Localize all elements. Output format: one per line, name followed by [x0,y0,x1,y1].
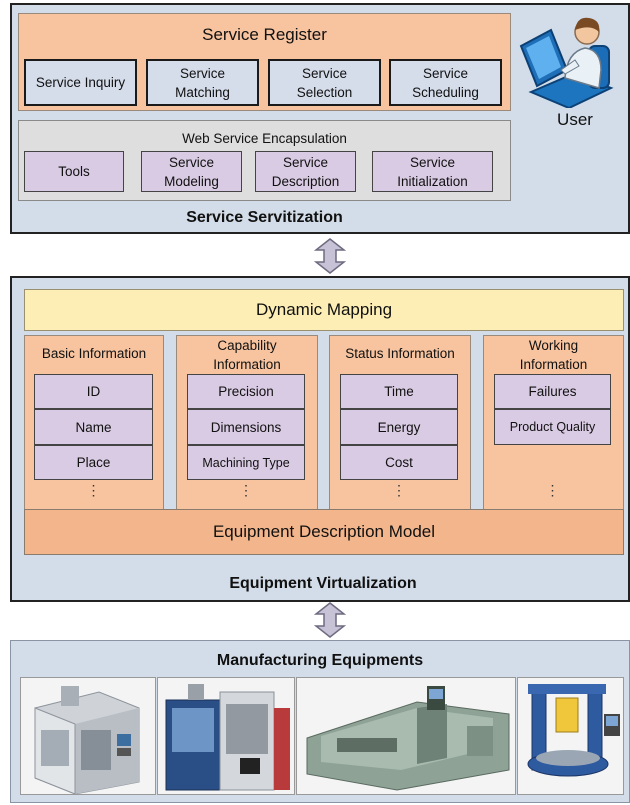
service-register-title: Service Register [202,25,327,44]
machining-type-cell: Machining Type [187,445,305,480]
tools-box: Tools [24,151,124,192]
manufacturing-equipments-title: Manufacturing Equipments [216,652,424,669]
double-arrow-icon [313,238,347,274]
horizontal-machining-center-image [157,677,295,795]
id-cell: ID [34,374,153,409]
name-cell: Name [34,409,153,445]
service-selection-box: Service Selection [268,59,381,106]
service-initialization-box: Service Initialization [372,151,493,192]
service-scheduling-box: Service Scheduling [389,59,502,106]
equipment-virtualization-title: Equipment Virtualization [229,575,417,592]
equipment-description-model-box: Equipment Description Model [24,509,624,555]
product-quality-cell: Product Quality [494,409,611,445]
user-at-computer-icon [515,8,615,110]
time-cell: Time [340,374,458,409]
service-inquiry-box: Service Inquiry [24,59,137,106]
service-servitization-title: Service Servitization [186,209,343,226]
more-dots: ⋮ [239,481,253,498]
precision-cell: Precision [187,374,305,409]
dynamic-mapping-box: Dynamic Mapping [24,289,624,331]
vertical-lathe-image [517,677,624,795]
column-title: Working Information [519,338,588,372]
energy-cell: Energy [340,409,458,445]
double-arrow-icon [313,602,347,638]
column-title: Status Information [345,346,455,361]
service-matching-box: Service Matching [146,59,259,106]
more-dots: ⋮ [545,481,560,498]
dimensions-cell: Dimensions [187,409,305,445]
service-description-box: Service Description [255,151,356,192]
more-dots: ⋮ [392,481,406,498]
cost-cell: Cost [340,445,458,480]
place-cell: Place [34,445,153,480]
service-modeling-box: Service Modeling [141,151,242,192]
user-label: User [557,110,593,129]
more-dots: ⋮ [86,481,101,498]
column-title: Basic Information [41,346,147,361]
web-service-encapsulation-title: Web Service Encapsulation [182,130,347,146]
machining-center-image [20,677,156,795]
column-title: Capability Information [213,338,281,372]
lathe-image [296,677,516,795]
failures-cell: Failures [494,374,611,409]
